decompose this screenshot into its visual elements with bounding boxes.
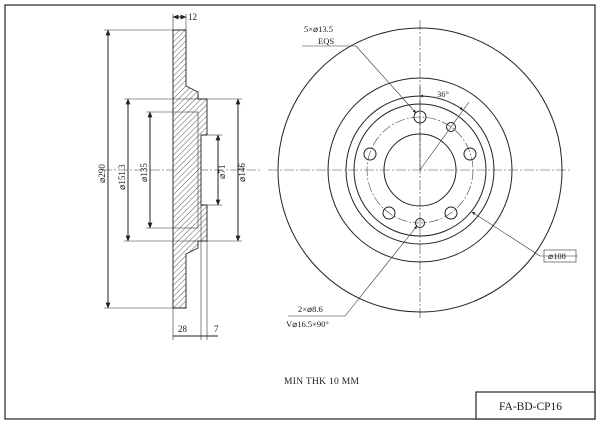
dim-hat-inner-diameter: ⌀135 bbox=[139, 163, 149, 182]
part-code: FA-BD-CP16 bbox=[499, 401, 562, 413]
bolt-hole bbox=[463, 147, 477, 161]
bolt-angle-label: 36° bbox=[437, 89, 449, 99]
bolt-hole-spec: 5×⌀13.5 bbox=[304, 24, 333, 34]
side-section-view: 12 ⌀290 ⌀151.3 ⌀135 ⌀71 ⌀146 28 bbox=[97, 12, 262, 340]
small-hole-spec: 2×⌀8.6 bbox=[298, 304, 323, 314]
dim-outer-diameter: ⌀290 bbox=[97, 164, 107, 183]
friction-ring-inner-edge bbox=[327, 77, 513, 263]
front-view: 36° 5×⌀13.5 EQS ⌀108 2×⌀8.6 V⌀16.5×90° bbox=[268, 20, 578, 329]
drawing-frame bbox=[4, 4, 596, 420]
disc-cross-section bbox=[172, 29, 208, 309]
dim-overall-height: 28 bbox=[178, 324, 188, 334]
dim-thickness-top: 12 bbox=[188, 12, 197, 22]
dim-hat-outer-diameter: ⌀151.3 bbox=[117, 164, 127, 190]
bolt-hole-spacing: EQS bbox=[318, 36, 334, 46]
small-hole bbox=[415, 218, 425, 228]
countersink-spec: V⌀16.5×90° bbox=[286, 319, 329, 329]
dim-hub-diameter: ⌀146 bbox=[237, 163, 247, 182]
dim-center-bore: ⌀71 bbox=[217, 165, 227, 179]
dim-hat-depth: 7 bbox=[214, 324, 219, 334]
small-hole bbox=[446, 122, 456, 132]
bolt-hole bbox=[444, 206, 458, 220]
bolt-hole bbox=[382, 206, 396, 220]
disc-outer-edge bbox=[277, 27, 563, 313]
bolt-circle-diameter: ⌀108 bbox=[548, 251, 566, 261]
min-thickness-note: MIN THK 10 MM bbox=[284, 377, 359, 387]
title-block: FA-BD-CP16 bbox=[475, 391, 596, 420]
bolt-hole bbox=[363, 147, 377, 161]
